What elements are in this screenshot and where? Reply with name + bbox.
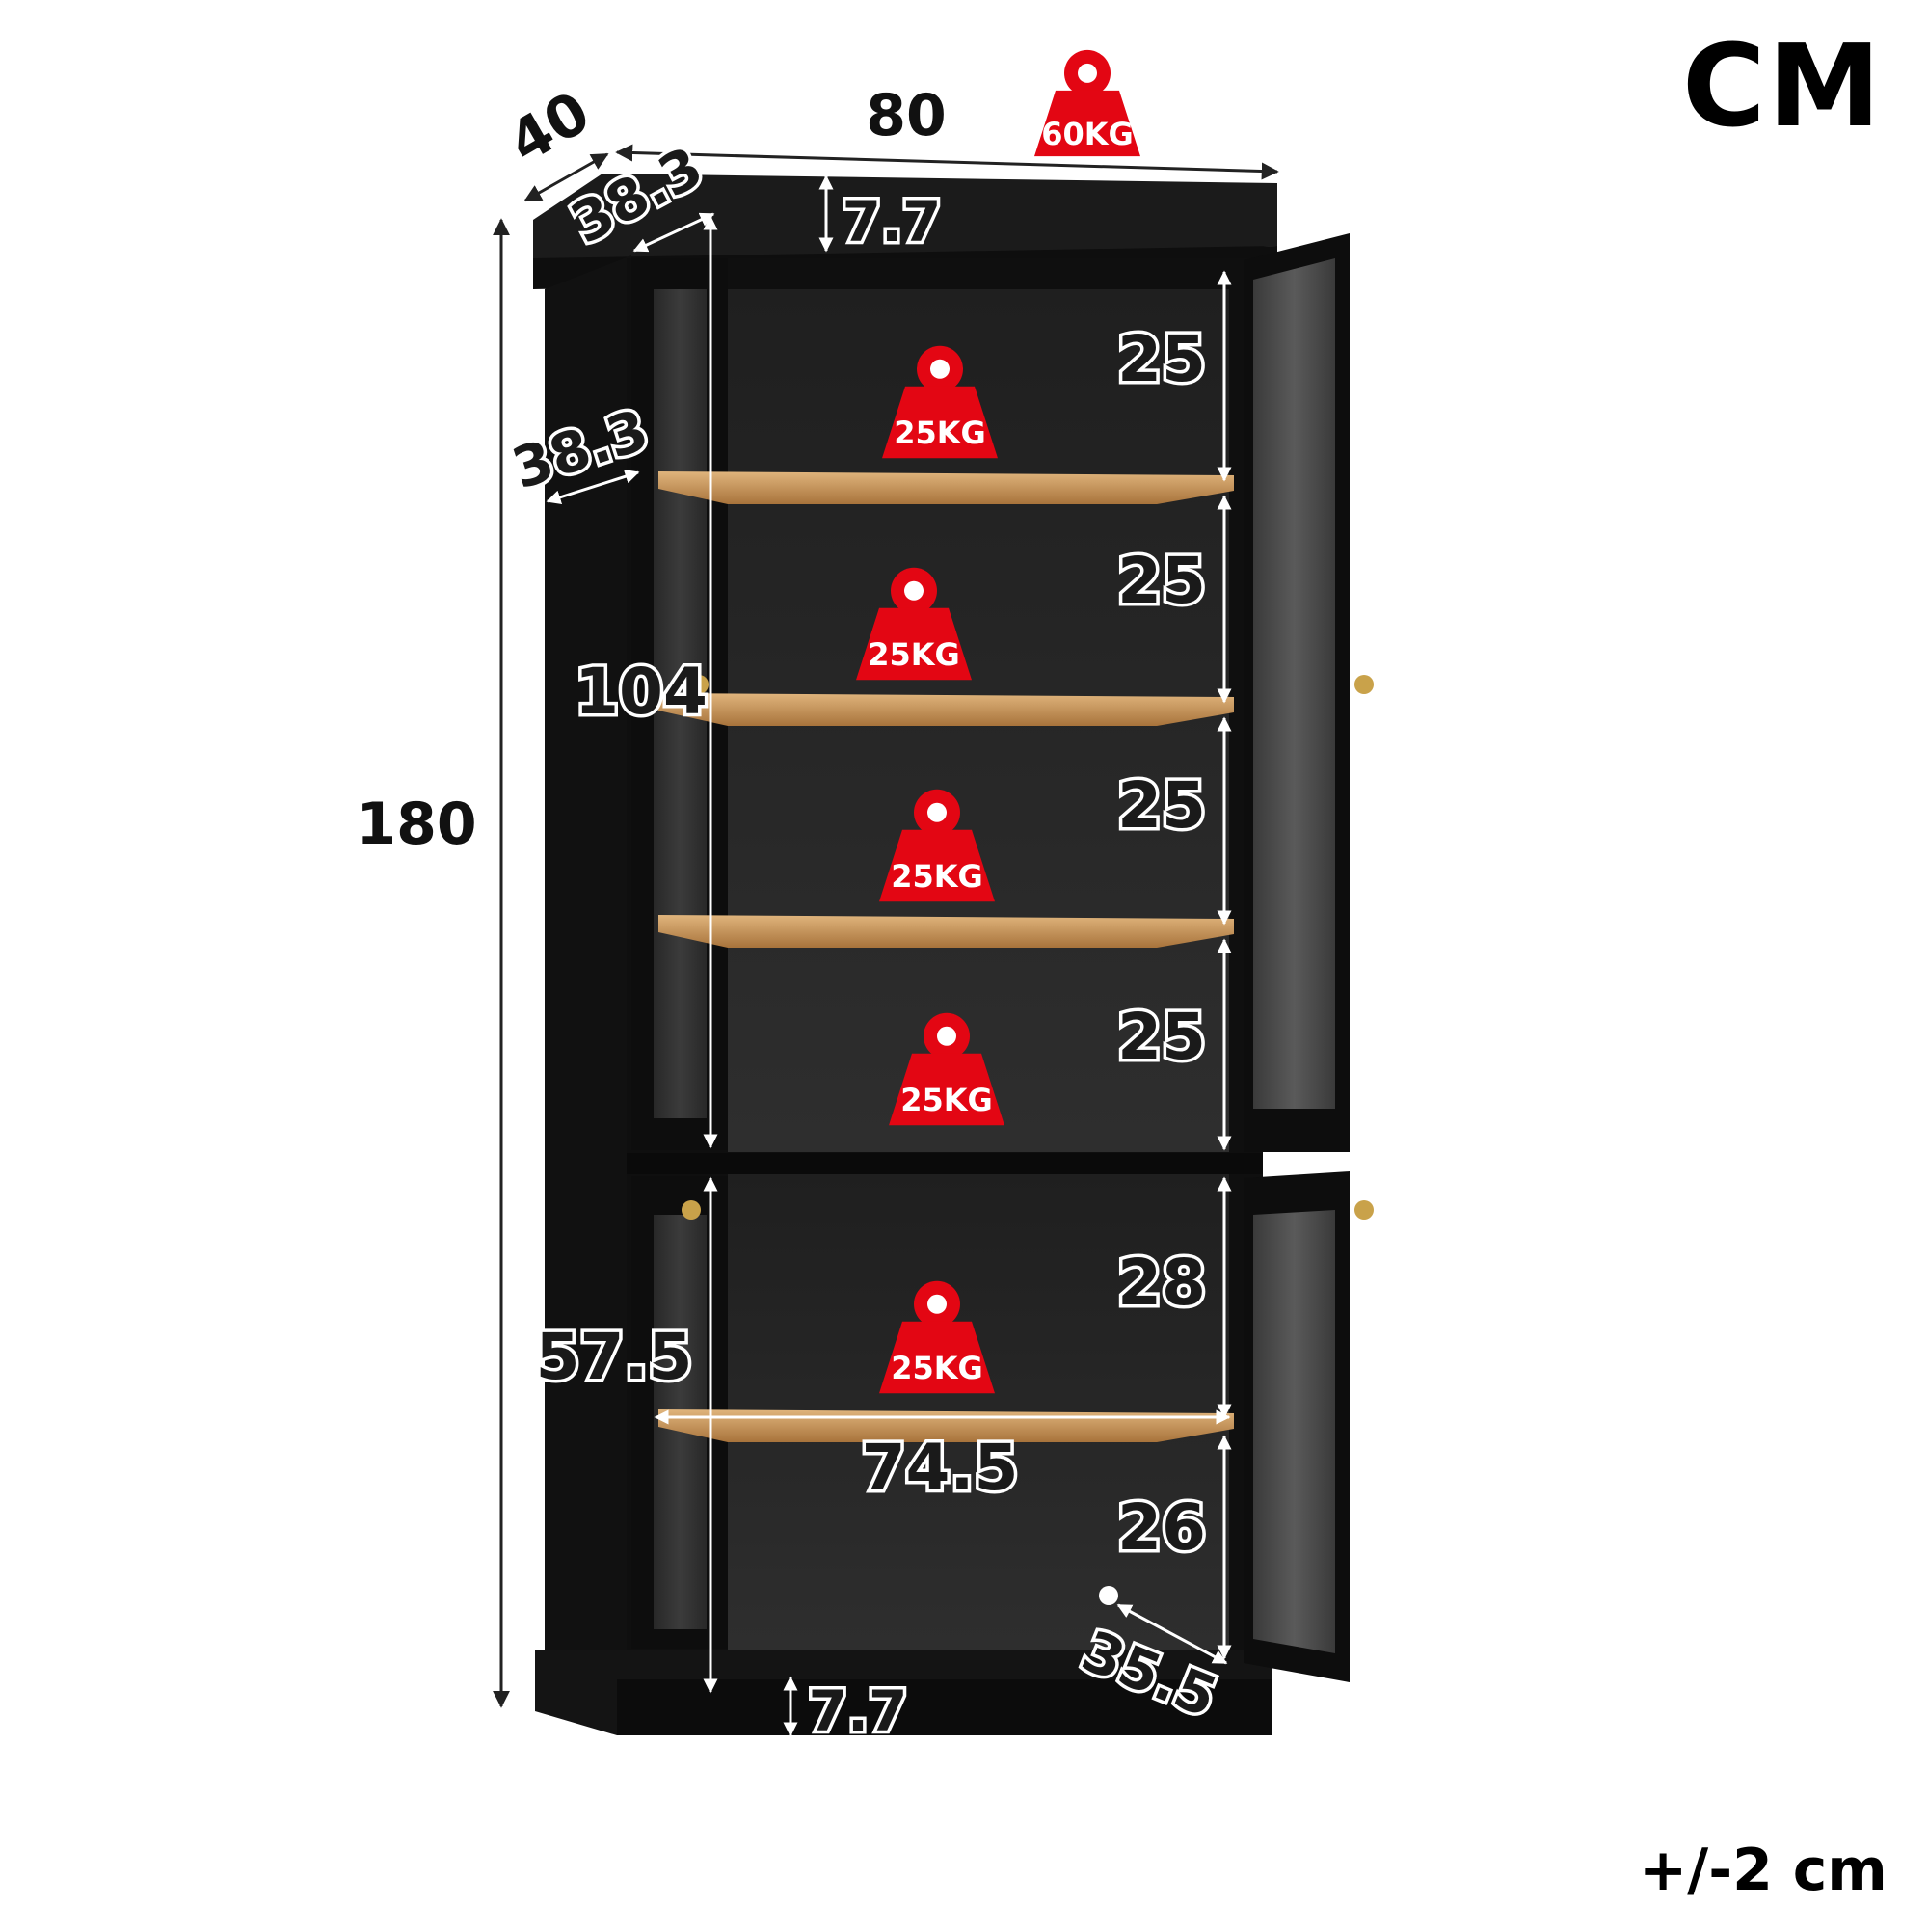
shelf-depth-line (546, 469, 640, 505)
inner-width-label: 74.5 (862, 1431, 1019, 1505)
top-depth-line (632, 212, 715, 253)
right-doors (1244, 233, 1350, 1682)
base-front (617, 1679, 1272, 1735)
compartment-height-label: 25 (1117, 768, 1206, 843)
side-panel (545, 255, 631, 1682)
right-lower-glass (1253, 1210, 1335, 1653)
knob-icon (1354, 675, 1374, 694)
weight-icon: 60KG (1034, 49, 1140, 157)
right-upper-glass (1253, 258, 1335, 1109)
base-height-label: 7.7 (809, 1678, 908, 1744)
compartment-height-label: 25 (1117, 544, 1206, 618)
weight-label: 25KG (900, 1082, 993, 1118)
compartment-labels: 25 25 25 25 28 26 (1114, 319, 1210, 1569)
upper-height-label: 104 (575, 655, 708, 729)
tolerance-label: +/-2 cm (1639, 1837, 1888, 1904)
width-line (615, 144, 1279, 180)
weight-icon: 25KG (856, 567, 972, 681)
depth-label: 40 (497, 78, 601, 176)
weight-icon: 25KG (879, 789, 995, 902)
lower-depth-line (1116, 1603, 1228, 1665)
compartment-height-label: 25 (1117, 1000, 1206, 1074)
weight-icon: 25KG (882, 345, 998, 459)
weight-icon: 25KG (889, 1012, 1004, 1126)
shelf (658, 471, 1234, 504)
weight-label: 25KG (891, 858, 983, 895)
lower-height-label: 57.5 (536, 1320, 693, 1394)
crown-height-label: 7.7 (843, 189, 942, 255)
weight-label: 25KG (894, 415, 986, 451)
weight-label: 60KG (1041, 116, 1134, 152)
inner-dimension-lines (546, 174, 1231, 1737)
depth-line (523, 152, 609, 202)
shelf (658, 915, 1234, 948)
mid-divider (627, 1153, 1263, 1174)
weight-label: 25KG (868, 636, 960, 673)
width-label: 80 (866, 82, 947, 149)
units-label: CM (1682, 19, 1884, 152)
depth-origin-marker (1099, 1586, 1118, 1605)
weight-icon: 25KG (879, 1280, 995, 1394)
left-doors (631, 258, 728, 1649)
compartment-height-label: 25 (1117, 322, 1206, 396)
dimension-lines (493, 144, 1279, 1708)
weight-label: 25KG (891, 1350, 983, 1386)
weight-badges: 60KG 25KG 25KG 25KG 25KG 25KG (856, 49, 1140, 1394)
knob-icon (1354, 1200, 1374, 1220)
compartment-height-label: 28 (1117, 1246, 1206, 1320)
knob-icon (682, 1200, 701, 1220)
crown-top (533, 174, 1277, 272)
shelf (658, 693, 1234, 726)
compartment-height-label: 26 (1117, 1490, 1206, 1565)
height-label: 180 (356, 791, 476, 858)
